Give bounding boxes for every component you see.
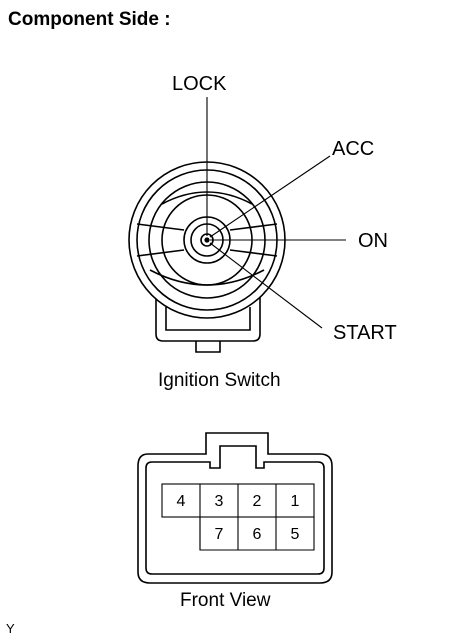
pin-label: 5 [291,526,300,543]
pin-label: 3 [215,493,224,510]
ignition-switch-caption: Ignition Switch [158,370,281,391]
pin-label: 4 [177,493,186,510]
pin-label: 1 [291,493,300,510]
pin-label: 2 [253,493,262,510]
position-label-acc: ACC [332,138,374,160]
connector-housing [137,432,333,584]
position-label-start: START [333,322,397,344]
section-heading: Component Side : [8,9,171,30]
pin-label: 6 [253,526,262,543]
front-view-caption: Front View [180,590,271,611]
position-leader-lines [206,97,346,329]
illustration-code: Y [6,621,15,636]
acc-leader-line [209,155,331,238]
position-label-lock: LOCK [172,73,227,95]
position-label-on: ON [358,230,388,252]
start-leader-line [209,242,323,329]
connector-pin-grid [161,483,315,551]
pin-label: 7 [215,526,224,543]
